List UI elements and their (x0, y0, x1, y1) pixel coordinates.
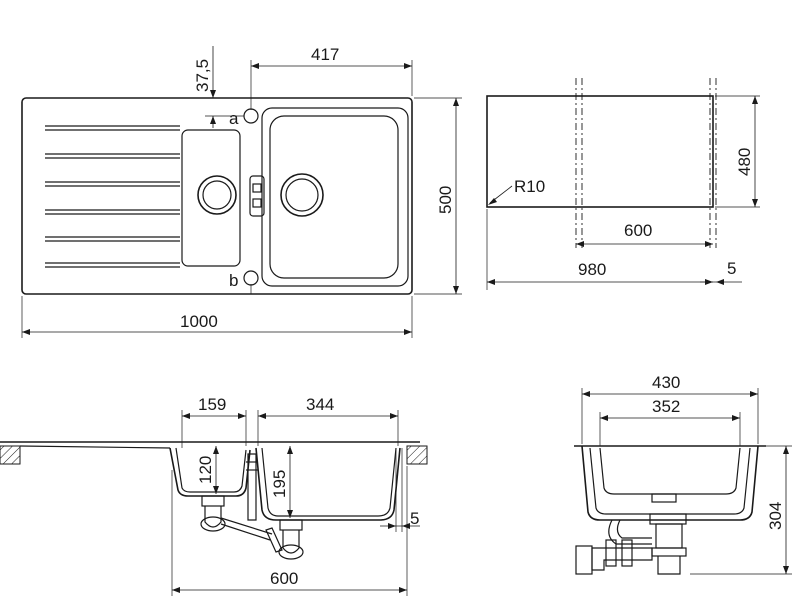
drainboard-grooves (45, 125, 180, 268)
dim-5-flange: 5 (410, 509, 419, 528)
front-section: 159 344 120 195 5 600 (0, 395, 428, 596)
label-b: b (229, 271, 238, 290)
large-bowl-rim (261, 107, 409, 287)
dim-r10: R10 (514, 177, 545, 196)
dim-600-cabinet: 600 (624, 221, 652, 240)
large-bowl-drain (280, 173, 324, 217)
small-bowl-drain (197, 175, 237, 215)
tap-hole-a (243, 108, 259, 124)
dim-480: 480 (735, 148, 754, 176)
small-bowl (181, 129, 241, 267)
dim-304: 304 (766, 502, 785, 530)
dim-500: 500 (436, 186, 455, 214)
label-a: a (229, 109, 239, 128)
waste-fittings (200, 453, 304, 560)
dim-120: 120 (196, 456, 215, 484)
overflow (249, 175, 265, 217)
worktop-left (0, 445, 21, 465)
large-bowl (269, 115, 399, 279)
dim-352: 352 (652, 397, 680, 416)
dim-37-5: 37,5 (193, 59, 212, 92)
dim-417: 417 (311, 45, 339, 64)
worktop-right (406, 445, 428, 465)
dim-1000: 1000 (180, 312, 218, 331)
tap-hole-b (243, 270, 259, 286)
dim-344: 344 (306, 395, 334, 414)
sink-outline (21, 97, 413, 295)
cutout-rectangle (486, 95, 714, 208)
dim-159: 159 (198, 395, 226, 414)
dim-600-section: 600 (270, 569, 298, 588)
dim-430: 430 (652, 373, 680, 392)
dim-5-gap: 5 (727, 259, 736, 278)
cutout-view: R10 480 600 980 5 (486, 78, 760, 290)
side-drains (575, 493, 687, 575)
side-section: 430 352 304 (574, 373, 792, 575)
dim-195: 195 (270, 470, 289, 498)
top-view-plan: a b 417 37,5 500 1000 (21, 45, 462, 338)
dim-980: 980 (578, 260, 606, 279)
